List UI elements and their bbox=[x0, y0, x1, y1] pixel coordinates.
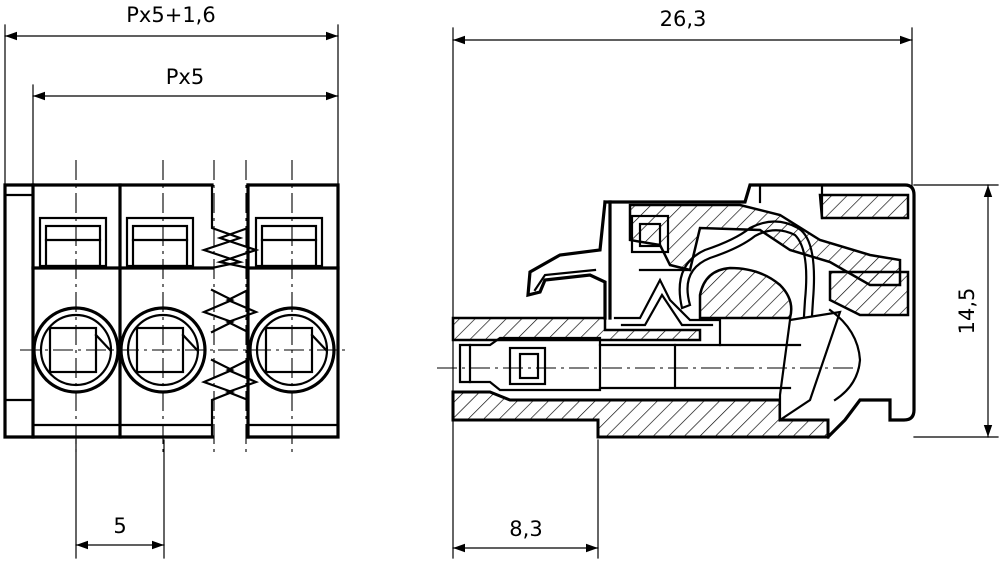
dim-pitch: 5 bbox=[113, 514, 126, 538]
break-lines bbox=[200, 183, 260, 439]
dim-pitch-span: Px5 bbox=[166, 65, 204, 89]
housing-outline bbox=[526, 183, 916, 440]
dim-plug-depth: 8,3 bbox=[509, 517, 542, 541]
side-section-view: 26,3 14,5 8,3 bbox=[437, 7, 999, 559]
dim-height: 14,5 bbox=[955, 288, 979, 335]
release-buttons bbox=[38, 216, 324, 268]
dim-length: 26,3 bbox=[660, 7, 707, 31]
hatched-body bbox=[451, 193, 910, 439]
spring-clamp bbox=[678, 220, 862, 423]
latch-detail bbox=[533, 183, 824, 347]
front-view: Px5+1,6 Px5 5 bbox=[3, 3, 345, 559]
dim-pitch-overall: Px5+1,6 bbox=[126, 3, 215, 27]
contact-pin bbox=[458, 336, 802, 392]
